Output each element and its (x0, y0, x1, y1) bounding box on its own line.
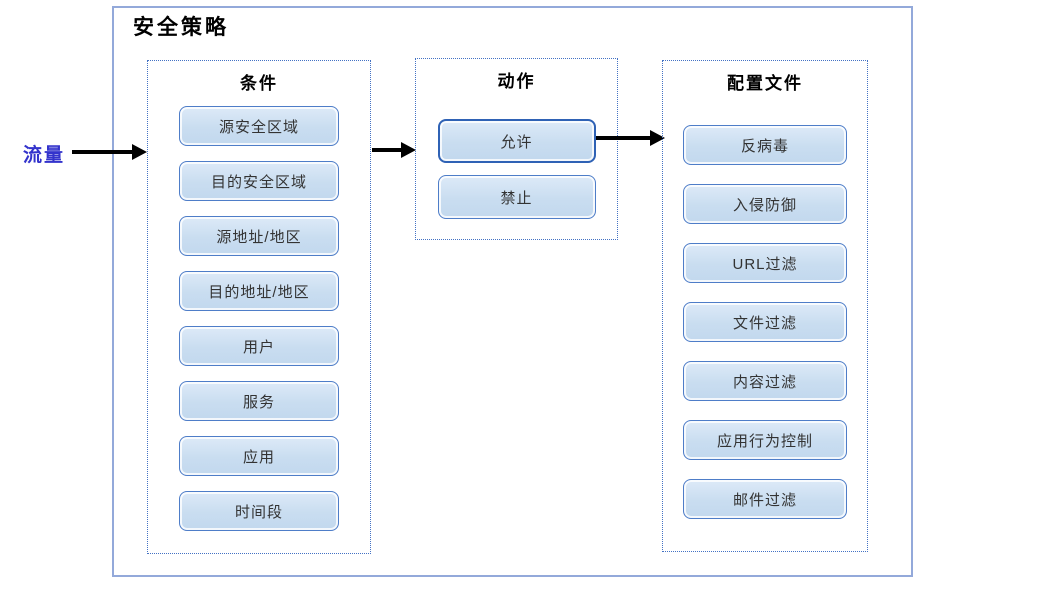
group-conditions-list: 源安全区域 目的安全区域 源地址/地区 目的地址/地区 用户 服务 应用 时间段 (179, 106, 339, 531)
node-antivirus: 反病毒 (683, 125, 847, 165)
traffic-arrowhead-icon (132, 144, 147, 160)
action-to-profile-arrowhead-icon (650, 130, 665, 146)
group-conditions: 条件 源安全区域 目的安全区域 源地址/地区 目的地址/地区 用户 服务 应用 … (147, 60, 371, 554)
traffic-arrow-shaft (72, 150, 134, 154)
traffic-label: 流量 (23, 145, 66, 166)
node-application: 应用 (179, 436, 339, 476)
node-service: 服务 (179, 381, 339, 421)
node-permit: 允许 (437, 119, 596, 163)
group-actions-header: 动作 (497, 72, 536, 91)
node-mail-filtering: 邮件过滤 (683, 479, 847, 519)
node-content-filtering: 内容过滤 (683, 361, 847, 401)
node-source-security-zone: 源安全区域 (179, 106, 339, 146)
node-user: 用户 (179, 326, 339, 366)
group-conditions-header: 条件 (240, 74, 278, 93)
node-destination-address-region: 目的地址/地区 (179, 271, 339, 311)
diagram-title: 安全策略 (133, 16, 229, 39)
group-actions: 动作 允许 禁止 (415, 58, 618, 240)
node-file-filtering: 文件过滤 (683, 302, 847, 342)
group-actions-list: 允许 禁止 (437, 119, 596, 219)
node-app-behavior-control: 应用行为控制 (683, 420, 847, 460)
condition-to-action-arrow-shaft (372, 148, 403, 152)
group-profiles: 配置文件 反病毒 入侵防御 URL过滤 文件过滤 内容过滤 应用行为控制 邮件过… (662, 60, 868, 552)
action-to-profile-arrow-shaft (596, 136, 652, 140)
node-url-filtering: URL过滤 (683, 243, 847, 283)
node-deny: 禁止 (437, 175, 596, 219)
node-intrusion-prevention: 入侵防御 (683, 184, 847, 224)
group-profiles-list: 反病毒 入侵防御 URL过滤 文件过滤 内容过滤 应用行为控制 邮件过滤 (683, 125, 847, 519)
node-destination-security-zone: 目的安全区域 (179, 161, 339, 201)
node-time-range: 时间段 (179, 491, 339, 531)
group-profiles-header: 配置文件 (727, 74, 803, 93)
condition-to-action-arrowhead-icon (401, 142, 416, 158)
node-source-address-region: 源地址/地区 (179, 216, 339, 256)
